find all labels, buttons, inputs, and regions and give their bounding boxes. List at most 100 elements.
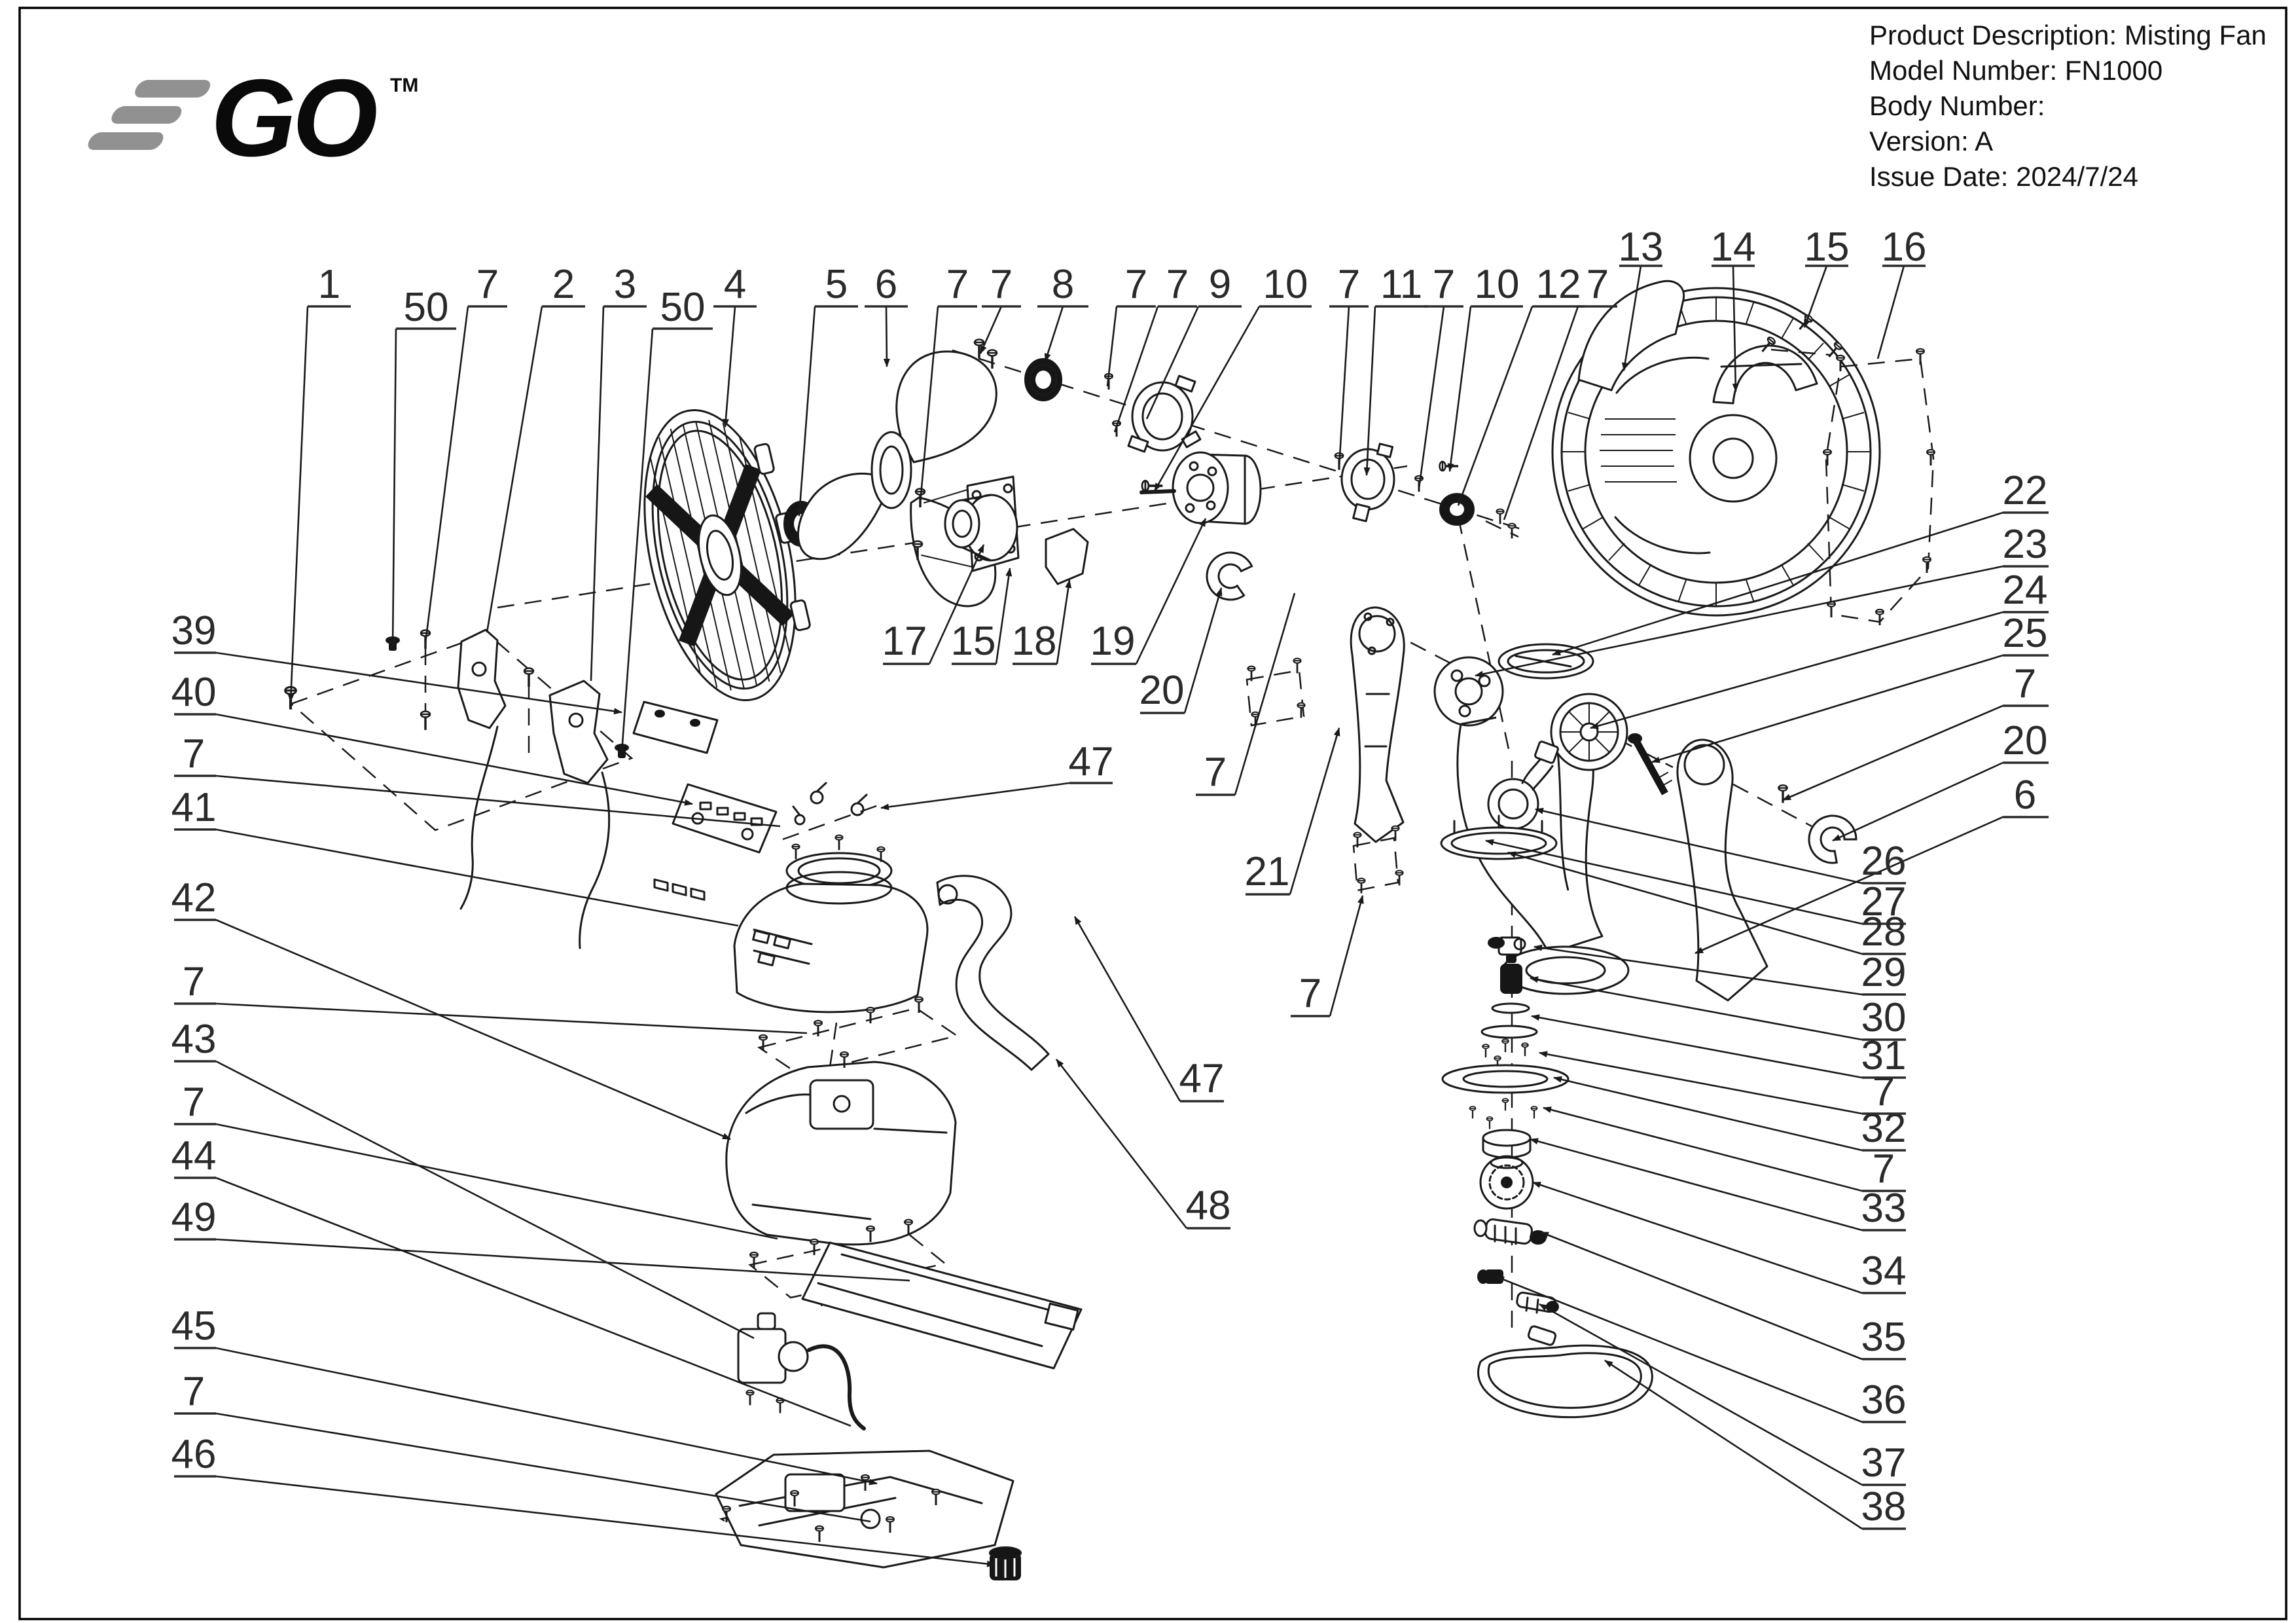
leader-line-7 (1782, 704, 2003, 801)
motor-mount-flange-items15-17 (912, 338, 1089, 585)
callout-7-44: 7 (174, 1080, 778, 1240)
callout-19-29: 19 (1090, 518, 1207, 665)
part-number-label-16: 16 (1882, 225, 1927, 270)
callout-10-15: 10 (1153, 262, 1312, 492)
callout-43-43: 43 (171, 1017, 755, 1340)
callout-2-3: 2 (486, 262, 585, 633)
part-number-label-19: 19 (1090, 619, 1136, 664)
part-number-label-29: 29 (1861, 950, 1907, 995)
part-number-label-7: 7 (1873, 1146, 1895, 1192)
top-cover-item41 (733, 834, 929, 1013)
part-number-label-25: 25 (2003, 611, 2048, 656)
callout-14-23: 14 (1711, 225, 1755, 392)
part-number-label-7: 7 (990, 262, 1013, 307)
part-number-label-7: 7 (476, 262, 499, 307)
leader-line-3 (590, 306, 605, 682)
part-number-label-5: 5 (825, 262, 848, 307)
screws-item15b (1758, 312, 1844, 361)
part-number-label-6: 6 (875, 262, 897, 307)
callout-3-4: 3 (590, 262, 647, 682)
keypad-item39 (632, 701, 719, 901)
callout-46-49: 46 (171, 1432, 996, 1567)
leader-line-21 (1289, 727, 1340, 895)
part-number-label-7: 7 (183, 1369, 205, 1414)
callout-7-54: 7 (1782, 661, 2049, 801)
callout-15-24: 15 (1803, 225, 1849, 328)
part-number-label-17: 17 (882, 619, 927, 664)
callout-48-36: 48 (1055, 1059, 1231, 1230)
spring-item30 (1500, 964, 1522, 994)
callout-44-45: 44 (171, 1133, 852, 1427)
washer-flat-item31b (1480, 1025, 1538, 1039)
callout-36-69: 36 (1496, 1275, 1906, 1423)
leader-line-47 (1073, 916, 1181, 1102)
part-number-label-41: 41 (171, 785, 217, 830)
part-number-label-45: 45 (171, 1304, 217, 1349)
info-issue-date: Issue Date: 2024/7/24 (1869, 161, 2138, 192)
leader-line-11 (1363, 306, 1376, 476)
part-number-label-42: 42 (171, 875, 217, 921)
part-number-label-26: 26 (1861, 839, 1907, 884)
part-number-label-31: 31 (1861, 1033, 1907, 1078)
part-number-label-48: 48 (1186, 1183, 1231, 1228)
part-number-label-47: 47 (1179, 1056, 1225, 1101)
leader-line-46 (215, 1475, 996, 1567)
callout-32-64: 32 (1553, 1076, 1906, 1152)
part-number-label-7: 7 (1587, 262, 1609, 307)
part-number-label-37: 37 (1861, 1440, 1907, 1486)
part-number-label-46: 46 (171, 1432, 217, 1477)
leader-line-15 (995, 568, 1013, 665)
leader-line-50 (619, 328, 654, 754)
leader-line-22 (1552, 511, 2003, 656)
mount-bracket-cluster (285, 629, 629, 949)
callout-7-63: 7 (1539, 1051, 1906, 1115)
part-number-label-10: 10 (1475, 262, 1520, 307)
callout-35-68: 35 (1540, 1231, 1906, 1360)
leader-line-18 (1056, 579, 1072, 665)
callout-47-35: 47 (1073, 916, 1225, 1103)
bolt-item25 (1628, 733, 1672, 795)
callout-7-21: 7 (1503, 262, 1617, 520)
part-number-label-7: 7 (1166, 262, 1189, 307)
part-number-label-40: 40 (171, 670, 217, 715)
leader-line-7 (919, 306, 939, 503)
leader-line-7 (1543, 1106, 1863, 1192)
part-number-label-34: 34 (1861, 1249, 1907, 1294)
ego-logo-go-text: GO (211, 56, 376, 179)
leader-line-36 (1496, 1275, 1863, 1423)
leader-line-50 (389, 328, 397, 647)
callout-7-16: 7 (1329, 262, 1369, 468)
washer-item31 (1491, 1002, 1530, 1014)
part-number-label-27: 27 (1861, 879, 1907, 924)
part-number-label-39: 39 (171, 608, 217, 653)
leader-line-44 (215, 1176, 852, 1427)
callout-1-0: 1 (287, 262, 351, 702)
info-model-number: Model Number: FN1000 (1869, 55, 2162, 86)
part-number-label-21: 21 (1245, 849, 1290, 894)
part-number-label-1: 1 (318, 262, 340, 307)
part-number-label-33: 33 (1861, 1186, 1907, 1231)
callout-47-31: 47 (880, 739, 1113, 811)
shroud-handle (1577, 280, 1685, 392)
leader-line-23 (1475, 565, 2003, 678)
ego-logo: GO TM (88, 56, 418, 179)
callout-30-61: 30 (1530, 976, 1906, 1041)
leader-line-20 (1183, 587, 1223, 714)
leader-line-6 (1695, 816, 2003, 955)
part-number-label-44: 44 (171, 1133, 217, 1178)
part-number-label-24: 24 (2003, 568, 2048, 613)
leader-line-7 (1539, 1051, 1863, 1115)
leader-line-7 (1418, 306, 1445, 489)
part-number-label-2: 2 (552, 262, 575, 307)
seal-dish-item32 (1441, 1064, 1570, 1094)
callout-31-62: 31 (1531, 1014, 1907, 1079)
part-number-label-3: 3 (614, 262, 636, 307)
leader-line-5 (796, 306, 816, 517)
callout-37-70: 37 (1539, 1303, 1907, 1486)
leader-line-10 (1153, 306, 1261, 492)
leader-line-28 (1507, 851, 1863, 955)
leader-line-30 (1530, 976, 1863, 1041)
callout-8-11: 8 (1037, 262, 1088, 362)
callout-16-25: 16 (1876, 225, 1927, 359)
part-number-label-4: 4 (724, 262, 746, 307)
